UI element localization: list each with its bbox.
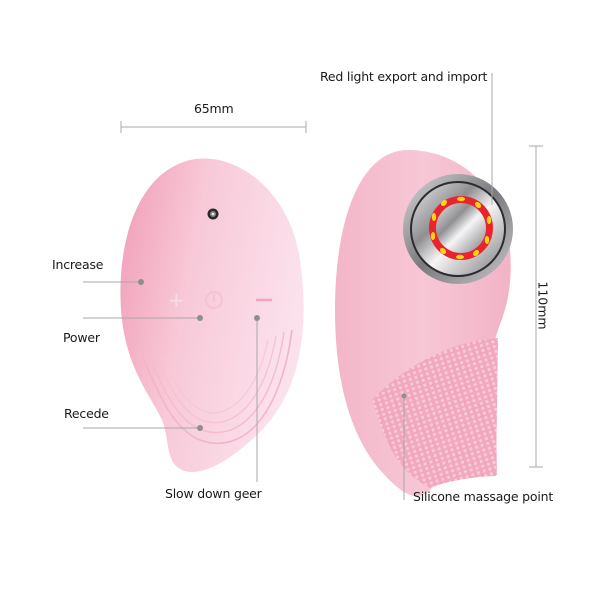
callout-power: Power xyxy=(63,330,100,345)
callout-red-light: Red light export and import xyxy=(320,69,488,84)
plus-icon[interactable]: + xyxy=(168,288,185,312)
callout-silicone: Silicone massage point xyxy=(413,489,554,504)
callout-increase: Increase xyxy=(52,257,104,272)
width-dimension-label: 65mm xyxy=(194,101,234,116)
callout-recede: Recede xyxy=(64,406,109,421)
device-front-view xyxy=(335,150,513,497)
callout-slow-down: Slow down geer xyxy=(165,486,262,501)
device-back-view: + xyxy=(120,158,304,473)
height-dimension-label: 110mm xyxy=(535,281,551,330)
